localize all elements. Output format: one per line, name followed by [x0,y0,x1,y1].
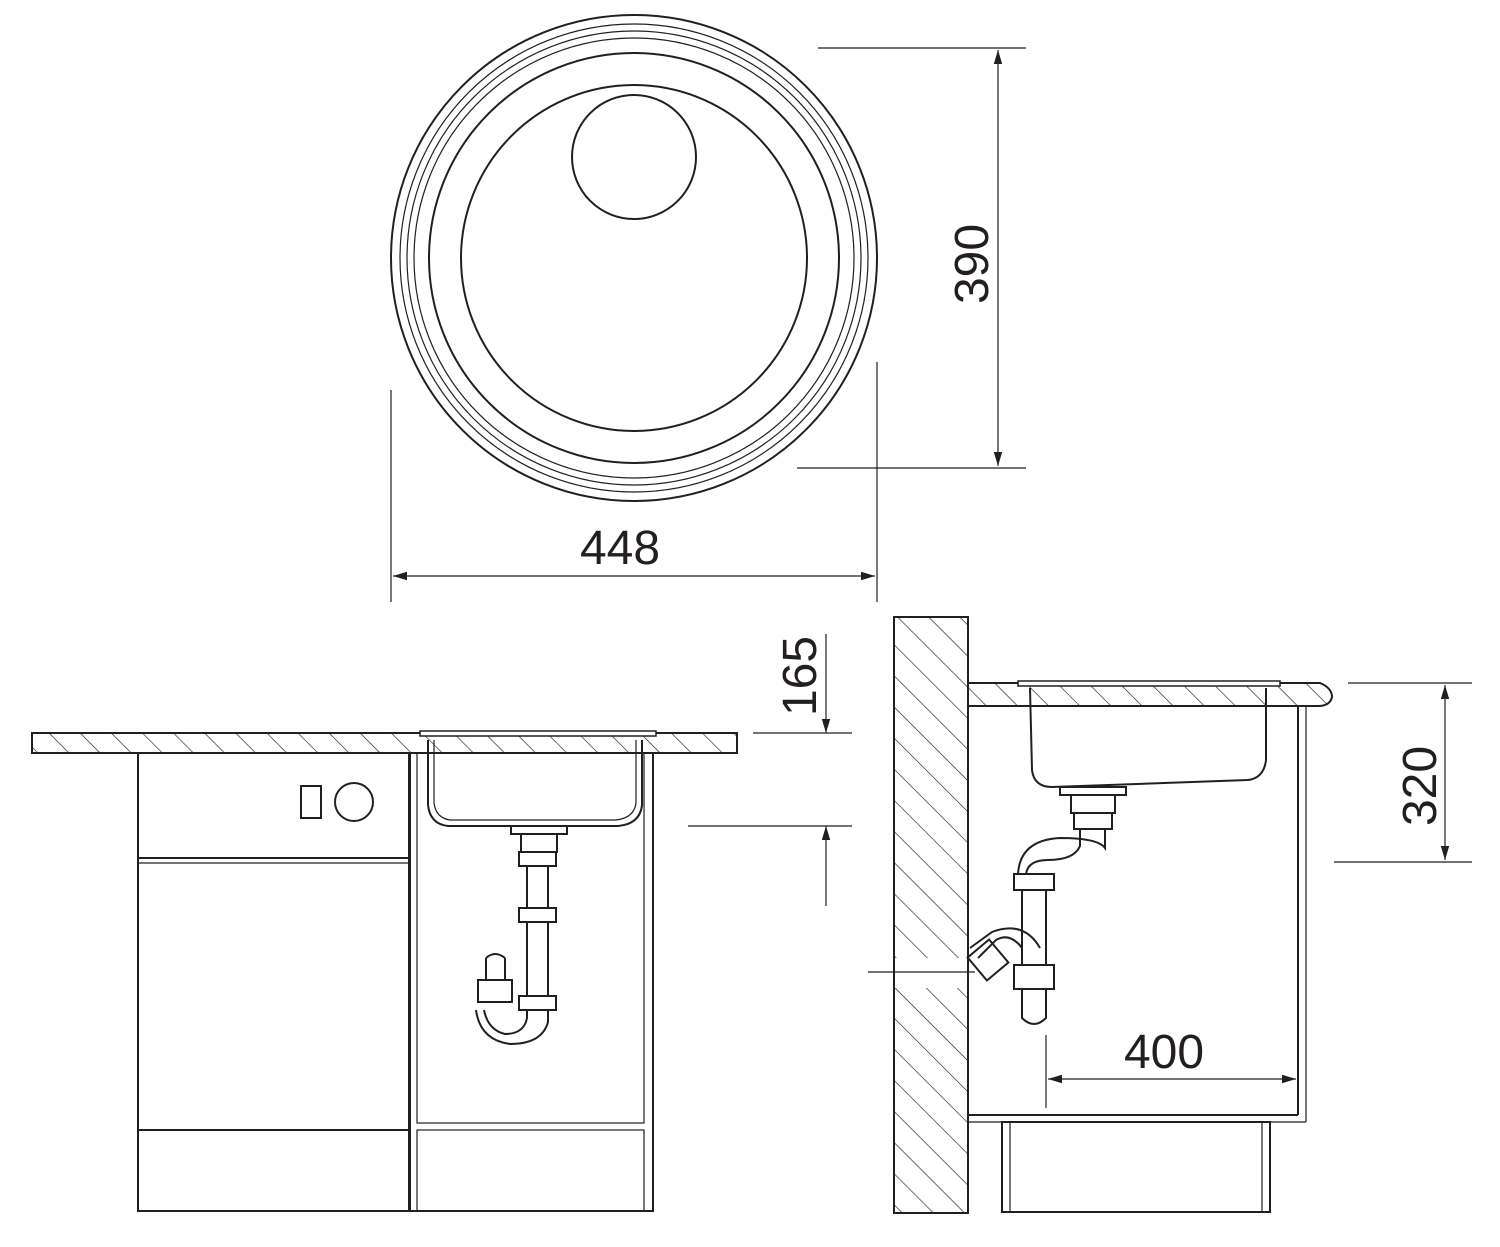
control-switch [300,785,322,819]
dimension-165: 165 [688,634,852,906]
dimension-320: 320 [1334,682,1472,863]
front-view: 165 [31,634,852,1212]
dimension-label-448: 448 [580,522,660,575]
waste-trap-side [966,786,1127,1025]
wall [893,616,969,1214]
dimension-448: 448 [390,362,878,602]
sink-cabinet [409,752,654,1212]
dimension-label-400: 400 [1124,1026,1204,1079]
dimension-390: 390 [797,47,1026,469]
dishwasher-cabinet [137,752,410,1212]
dimension-label-320: 320 [1394,746,1447,826]
bowl-side [1029,687,1267,789]
dimension-400: 400 [1045,1026,1296,1108]
control-knob [334,782,374,822]
waste-trap-front [475,825,568,1046]
plinth [1001,1121,1271,1213]
countertop-side [967,682,1334,707]
drain-hole [571,94,697,220]
dimension-label-390: 390 [946,224,999,304]
side-view: 320 400 [868,616,1472,1214]
dimension-label-165: 165 [774,636,827,716]
sink-top-view [390,14,878,502]
